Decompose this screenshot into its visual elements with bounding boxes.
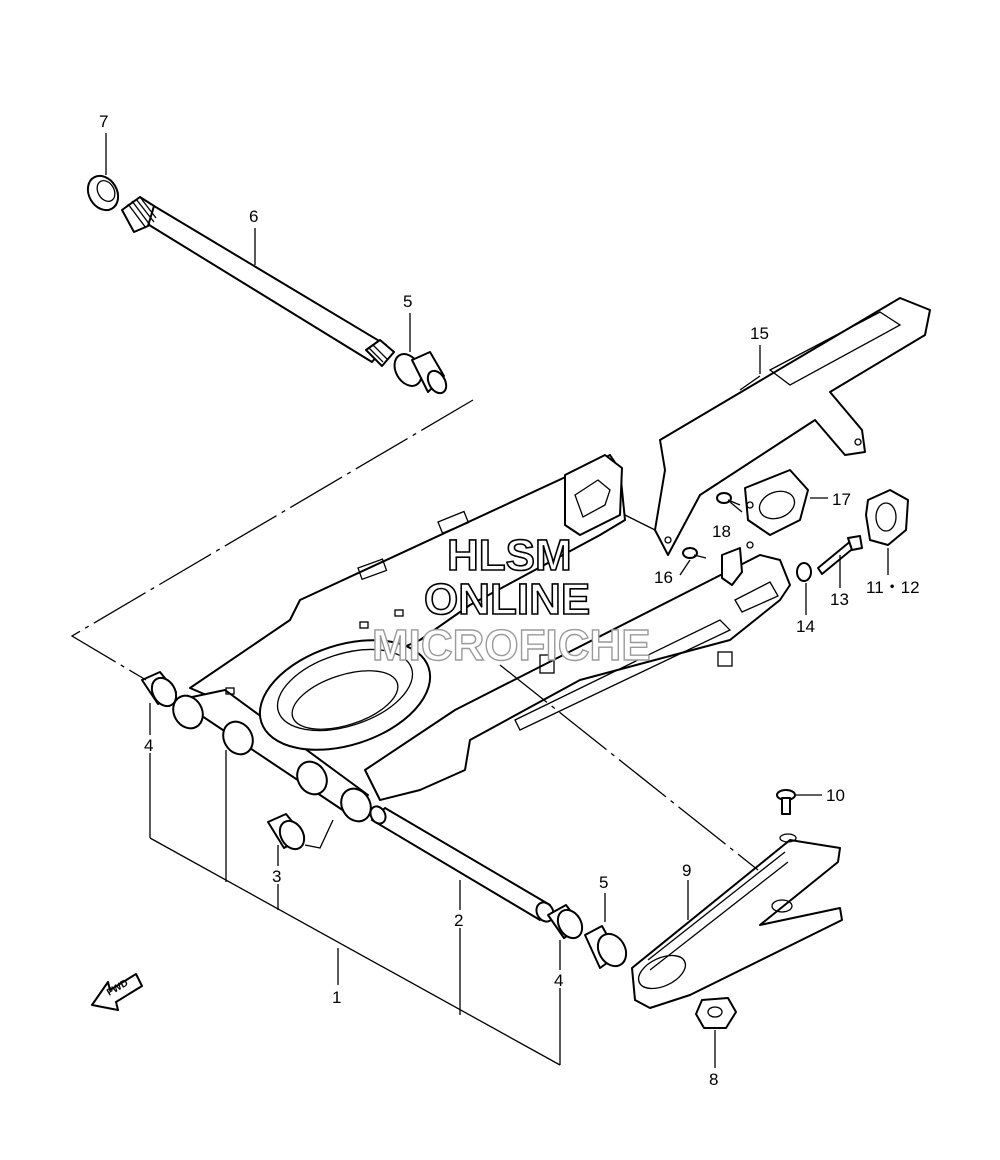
callout-6: 6 <box>249 207 258 226</box>
part-9-chain-guide <box>631 833 843 1009</box>
callout-labels: 7 6 5 15 17 18 16 11・12 13 14 10 9 8 5 2… <box>99 112 920 1089</box>
part-8-flange-nut <box>695 997 737 1029</box>
leader-lines <box>70 133 889 1068</box>
part-5-collar-upper <box>393 351 448 395</box>
callout-9: 9 <box>682 861 691 880</box>
part-10-screw <box>776 789 796 815</box>
callout-18: 18 <box>712 522 731 541</box>
callout-4-left: 4 <box>144 736 153 755</box>
callout-2: 2 <box>454 911 463 930</box>
small-bracket <box>721 547 743 586</box>
callout-5-upper: 5 <box>403 292 412 311</box>
callout-16: 16 <box>654 568 673 587</box>
part-14-washer <box>796 562 812 582</box>
part-18-bolt <box>716 492 741 506</box>
part-7-lock-nut <box>86 174 120 212</box>
callout-4-right: 4 <box>554 971 563 990</box>
watermark-line-1: HLSM <box>447 531 572 580</box>
callout-7: 7 <box>99 112 108 131</box>
callout-1: 1 <box>332 988 341 1007</box>
part-4-bearing-left <box>141 671 178 708</box>
part-11-12-block <box>865 489 909 546</box>
fwd-arrow-icon: FWD <box>91 973 143 1011</box>
part-5-collar-lower <box>584 925 628 969</box>
watermark: HLSM ONLINE MICROFICHE <box>371 530 651 671</box>
part-6-pivot-shaft <box>121 196 395 367</box>
part-2-spacer-tube <box>369 805 555 923</box>
callout-13: 13 <box>830 590 849 609</box>
callout-10: 10 <box>826 786 845 805</box>
callout-5-lower: 5 <box>599 873 608 892</box>
callout-11-12: 11・12 <box>866 578 920 597</box>
callout-14: 14 <box>796 617 815 636</box>
part-4-bearing-right <box>547 904 584 940</box>
callout-15: 15 <box>750 324 769 343</box>
watermark-line-3: MICROFICHE <box>372 621 651 670</box>
part-1-swingarm <box>172 454 791 823</box>
callout-3: 3 <box>272 867 281 886</box>
part-16-bolt <box>682 547 707 559</box>
part-3-bearing <box>267 813 306 851</box>
part-17-plate <box>744 469 809 549</box>
part-15-chain-cover <box>654 297 931 556</box>
callout-17: 17 <box>832 490 851 509</box>
part-13-bolt <box>817 535 863 575</box>
callout-8: 8 <box>709 1070 718 1089</box>
watermark-line-2: ONLINE <box>424 575 590 624</box>
